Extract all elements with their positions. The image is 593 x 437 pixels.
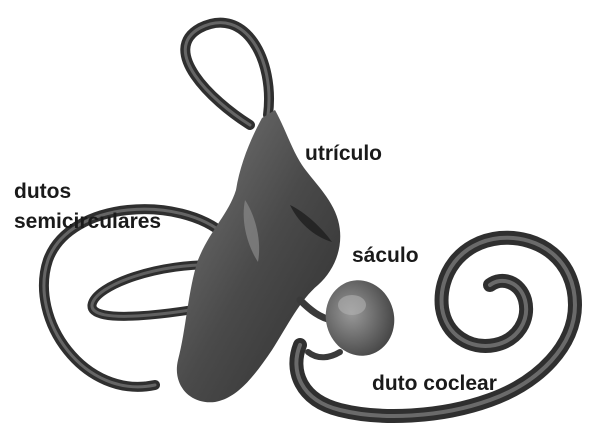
label-utricle: utrículo [305, 142, 382, 165]
ductus-reuniens [308, 352, 340, 357]
saccule [317, 272, 402, 363]
label-saccule: sáculo [352, 244, 419, 267]
label-cochlear-duct: duto coclear [372, 372, 497, 395]
label-semicircular-line1: dutos [14, 180, 71, 203]
label-semicircular-line2: semicirculares [14, 210, 161, 233]
